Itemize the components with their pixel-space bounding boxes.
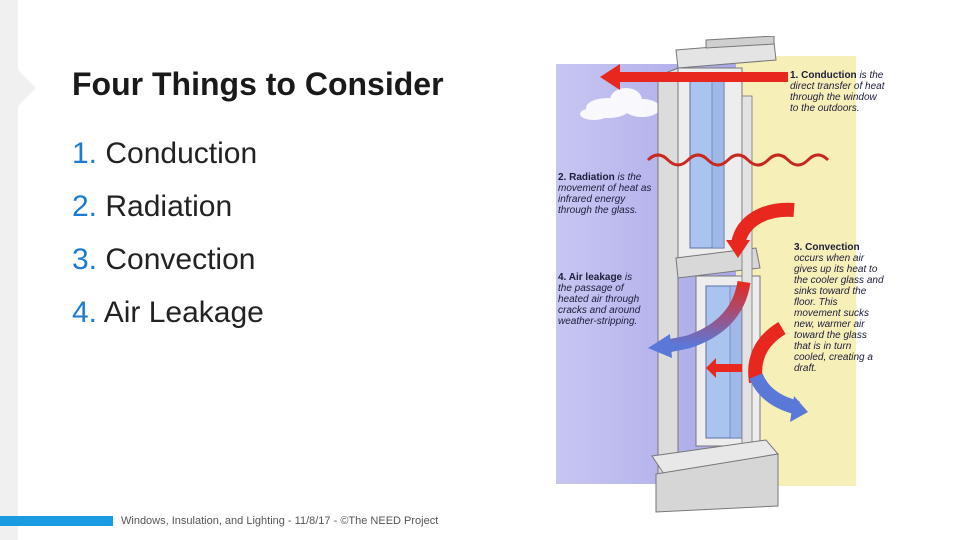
bullet-label: Radiation <box>105 190 233 223</box>
bullet-list: 1. Conduction 2. Radiation 3. Convection… <box>72 134 512 346</box>
bullet-item-convection: 3. Convection <box>72 240 512 293</box>
bullet-label: Conduction <box>105 137 258 170</box>
conduction-label: 1. Conduction is the direct transfer of … <box>790 70 886 114</box>
left-margin-strip <box>0 0 18 540</box>
conduction-label-text: is the direct transfer of heat through t… <box>790 70 885 114</box>
window-left-jamb <box>657 67 679 483</box>
bullet-number: 4. <box>72 296 98 329</box>
slide-title: Four Things to Consider <box>72 66 444 102</box>
convection-label-heading: 3. Convection <box>794 242 860 253</box>
footer-text: Windows, Insulation, and Lighting - 11/8… <box>121 515 439 527</box>
convection-arrow-upper <box>726 202 795 258</box>
window-heat-loss-diagram: 1. Conduction is the direct transfer of … <box>556 36 886 516</box>
footer-accent-bar <box>0 516 113 526</box>
convection-label-text: occurs when air gives up its heat to the… <box>794 253 884 374</box>
convection-label: 3. Convection occurs when air gives up i… <box>794 242 884 374</box>
radiation-label-text: is the movement of heat as infrared ener… <box>558 172 652 216</box>
window-sill-base <box>655 453 779 513</box>
bullet-label: Air Leakage <box>103 296 264 329</box>
air-leakage-label-text: is the passage of heated air through cra… <box>558 272 641 327</box>
window-head-top <box>705 36 775 49</box>
radiation-wave-arrow <box>646 153 830 167</box>
bullet-item-conduction: 1. Conduction <box>72 134 512 187</box>
window-illustration <box>556 36 856 513</box>
bullet-label: Convection <box>105 243 256 276</box>
bullet-number: 3. <box>72 243 98 276</box>
radiation-label-heading: 2. Radiation <box>558 172 615 183</box>
radiation-label: 2. Radiation is the movement of heat as … <box>558 172 654 216</box>
cloud-icon <box>580 88 660 120</box>
interior-jamb <box>741 95 753 447</box>
bullet-item-radiation: 2. Radiation <box>72 187 512 240</box>
bullet-number: 1. <box>72 137 98 170</box>
air-leakage-label-heading: 4. Air leakage <box>558 272 623 283</box>
air-leakage-label: 4. Air leakage is the passage of heated … <box>558 272 644 327</box>
convection-arrow-small <box>706 358 742 378</box>
bullet-number: 2. <box>72 190 98 223</box>
air-leakage-arrow <box>648 280 751 358</box>
conduction-arrow <box>600 64 788 90</box>
convection-arrow-lower <box>748 321 808 422</box>
left-margin-notch <box>18 70 36 106</box>
bullet-item-air-leakage: 4. Air Leakage <box>72 293 512 346</box>
conduction-label-heading: 1. Conduction <box>790 70 857 81</box>
